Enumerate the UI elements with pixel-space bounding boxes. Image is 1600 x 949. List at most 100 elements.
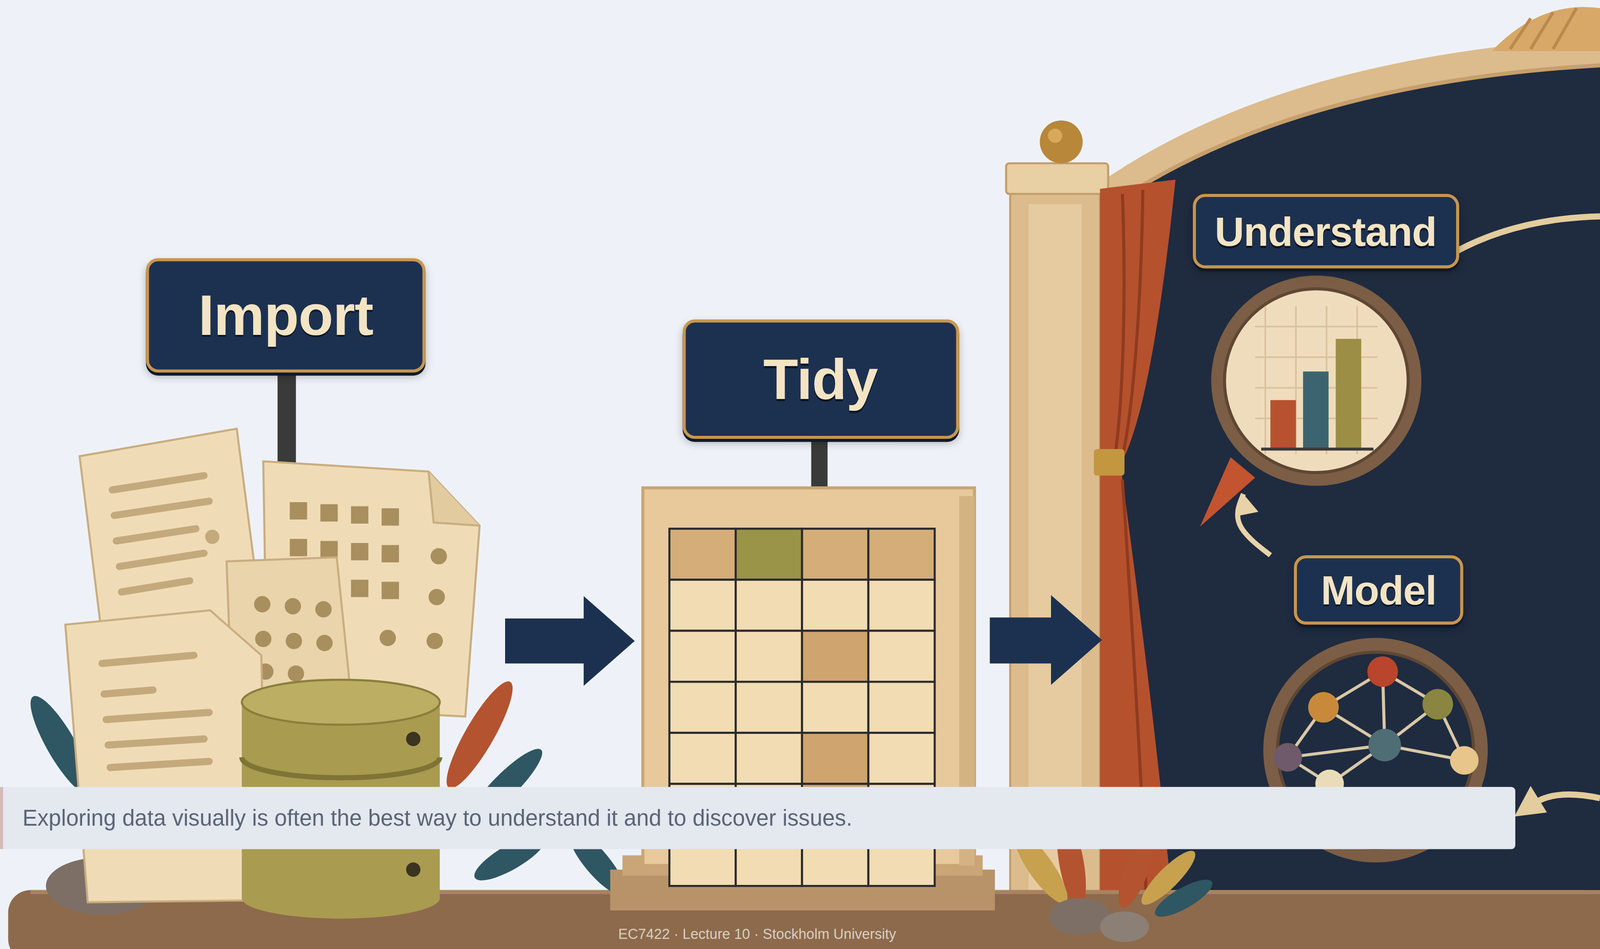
table-cell bbox=[868, 579, 935, 631]
name-sign: Tidy bbox=[681, 319, 959, 439]
document-pile-part-part bbox=[284, 598, 302, 615]
stage-panel-part bbox=[1492, 7, 1600, 51]
document-pile-part bbox=[241, 679, 440, 725]
cycle-arrows-part bbox=[1514, 785, 1547, 817]
table-cell bbox=[669, 732, 736, 784]
document-pile-part-part bbox=[254, 630, 272, 647]
stage-node: Understand bbox=[1192, 193, 1459, 492]
caption: Exploring data visually is often the bes… bbox=[22, 804, 853, 831]
table-cell bbox=[802, 732, 869, 784]
name-sign: Model bbox=[1293, 555, 1464, 625]
document-pile-part bbox=[112, 475, 210, 592]
stage-pillar-part bbox=[1006, 163, 1109, 194]
document-pile-part-part bbox=[316, 634, 333, 651]
network-medallion-part bbox=[1368, 728, 1401, 761]
table-cell bbox=[802, 681, 869, 733]
arrow-head bbox=[1236, 493, 1259, 517]
document-pile-part bbox=[65, 610, 268, 903]
stage-pillar-part bbox=[1039, 120, 1083, 164]
chart-medallion-part bbox=[1270, 400, 1296, 450]
plants-part bbox=[1150, 872, 1217, 924]
table-cell bbox=[735, 630, 803, 682]
table-cell bbox=[735, 732, 803, 784]
document-pile-part-part bbox=[426, 632, 443, 650]
table-cell bbox=[669, 630, 736, 682]
cycle-arrows-part bbox=[1452, 216, 1600, 254]
document-pile-part bbox=[204, 529, 220, 545]
document-pile-part-part bbox=[428, 588, 445, 606]
document-pile-part-part bbox=[430, 548, 447, 565]
document-pile-part-part bbox=[287, 665, 305, 682]
network-medallion-part bbox=[1287, 671, 1464, 784]
document-pile-part-part bbox=[289, 538, 308, 557]
document-pile-part bbox=[277, 372, 296, 470]
curtain-part bbox=[1094, 448, 1125, 476]
table-cell bbox=[868, 732, 935, 784]
stage-panel-part bbox=[1104, 65, 1600, 211]
table-cell bbox=[669, 681, 736, 733]
stage-panel-part bbox=[1510, 8, 1577, 50]
footer: EC7422 · Lecture 10 · Stockholm Universi… bbox=[451, 924, 1064, 944]
table-cell bbox=[735, 681, 803, 733]
table-cell bbox=[868, 681, 935, 733]
stage-label: Import bbox=[198, 283, 374, 347]
document-pile-part-part bbox=[285, 632, 302, 650]
table-cell bbox=[868, 528, 935, 580]
network-medallion-part bbox=[1273, 742, 1303, 772]
table-cell bbox=[669, 579, 736, 631]
chart-medallion-part bbox=[1200, 457, 1256, 527]
document-pile-part-part bbox=[254, 595, 271, 613]
document-pile-part-part bbox=[351, 542, 369, 561]
stage-pillar-part bbox=[1047, 128, 1063, 144]
chart-medallion bbox=[1200, 275, 1422, 527]
stage-panel bbox=[1101, 7, 1600, 919]
network-medallion-part bbox=[1422, 688, 1453, 720]
table-cell bbox=[669, 528, 736, 580]
chart-medallion-part bbox=[1211, 275, 1422, 486]
caption-bar: Exploring data visually is often the bes… bbox=[0, 786, 1516, 850]
tidy-table-part bbox=[811, 436, 828, 490]
document-pile-part bbox=[254, 595, 333, 682]
chart-medallion-part bbox=[1335, 338, 1362, 449]
document-pile-part-part bbox=[381, 508, 400, 526]
stage-label: Model bbox=[1320, 567, 1437, 613]
network-medallion-part bbox=[1367, 656, 1399, 687]
name-sign: Import bbox=[146, 258, 426, 373]
chart-medallion-part bbox=[1261, 447, 1374, 451]
document-pile-part-part bbox=[320, 540, 338, 559]
document-pile-part-part bbox=[379, 629, 396, 646]
table-cell bbox=[735, 528, 803, 580]
document-pile-part-part bbox=[315, 601, 332, 618]
document-pile-part bbox=[428, 471, 480, 526]
network-medallion-part bbox=[1449, 746, 1479, 775]
stage-label: Tidy bbox=[763, 347, 878, 411]
document-pile-part-part bbox=[381, 545, 400, 563]
table-cell bbox=[802, 630, 869, 682]
block-arrow bbox=[505, 595, 635, 686]
document-pile-part-part bbox=[351, 579, 369, 598]
rocks-part bbox=[1100, 911, 1150, 942]
document-pile-part bbox=[405, 862, 421, 877]
stage-arrow bbox=[990, 595, 1103, 686]
document-pile-part-part bbox=[320, 504, 338, 522]
flow-arrow bbox=[505, 595, 635, 686]
flow-arrow bbox=[1236, 493, 1271, 556]
chart-medallion-part bbox=[1302, 371, 1329, 449]
document-pile-part-part bbox=[351, 505, 369, 524]
table-cell bbox=[735, 579, 803, 631]
footer-text: EC7422 · Lecture 10 · Stockholm Universi… bbox=[618, 925, 897, 942]
document-pile-part bbox=[102, 655, 210, 768]
table-cell bbox=[802, 579, 869, 631]
table-cell bbox=[802, 528, 869, 580]
table-cell bbox=[868, 630, 935, 682]
document-pile-part-part bbox=[289, 502, 308, 520]
stage-label: Understand bbox=[1214, 208, 1437, 254]
chart-medallion-part bbox=[1224, 288, 1409, 473]
document-pile-part bbox=[405, 731, 421, 747]
chart-medallion-part bbox=[1255, 306, 1378, 455]
network-medallion-part bbox=[1308, 692, 1339, 723]
name-sign: Understand bbox=[1192, 193, 1459, 269]
document-pile-part-part bbox=[381, 581, 400, 600]
